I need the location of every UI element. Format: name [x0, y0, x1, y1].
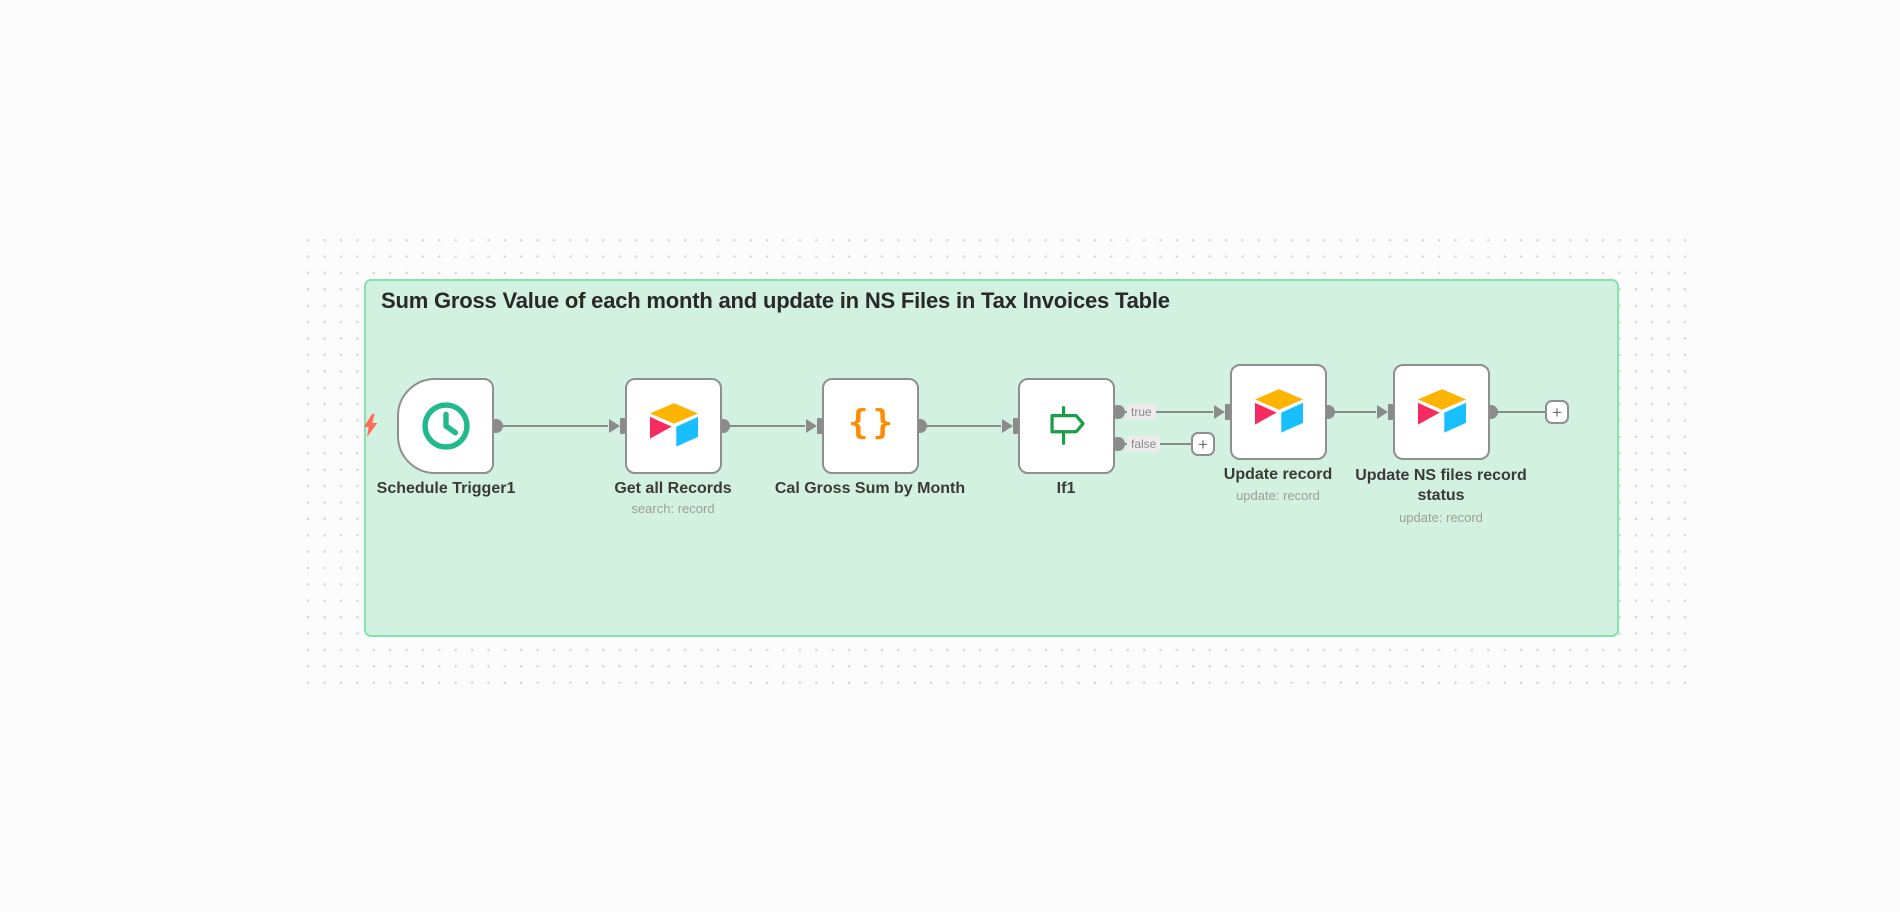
- sticky-note-title: Sum Gross Value of each month and update…: [381, 288, 1170, 313]
- node-if1[interactable]: [1018, 378, 1115, 474]
- node-schedule-trigger[interactable]: [397, 378, 494, 474]
- add-node-button-end[interactable]: +: [1545, 400, 1569, 424]
- code-braces-icon: {}: [848, 403, 897, 443]
- airtable-icon: [649, 403, 698, 447]
- signpost-icon: [1049, 405, 1085, 445]
- node-update-record[interactable]: [1230, 364, 1327, 460]
- airtable-icon: [1254, 389, 1303, 433]
- output-branch-label-true: true: [1127, 404, 1156, 420]
- node-subtitle: update: record: [1236, 488, 1320, 503]
- node-label: Update NS files record status: [1355, 467, 1527, 504]
- node-get-all-records[interactable]: [625, 378, 722, 474]
- node-label: If1: [1056, 480, 1076, 497]
- add-node-button-false-branch[interactable]: +: [1191, 432, 1215, 456]
- output-branch-label-false: false: [1127, 436, 1161, 452]
- airtable-icon: [1417, 389, 1466, 433]
- node-label: Get all Records: [614, 480, 732, 497]
- node-label: Update record: [1223, 466, 1333, 483]
- node-subtitle: update: record: [1399, 510, 1483, 525]
- node-subtitle: search: record: [631, 501, 715, 516]
- node-update-ns-files-record-status[interactable]: [1393, 364, 1490, 460]
- node-label: Cal Gross Sum by Month: [774, 480, 966, 497]
- clock-icon: [421, 402, 470, 450]
- node-cal-gross-sum-by-month[interactable]: {}: [822, 378, 919, 474]
- node-label: Schedule Trigger1: [376, 480, 516, 497]
